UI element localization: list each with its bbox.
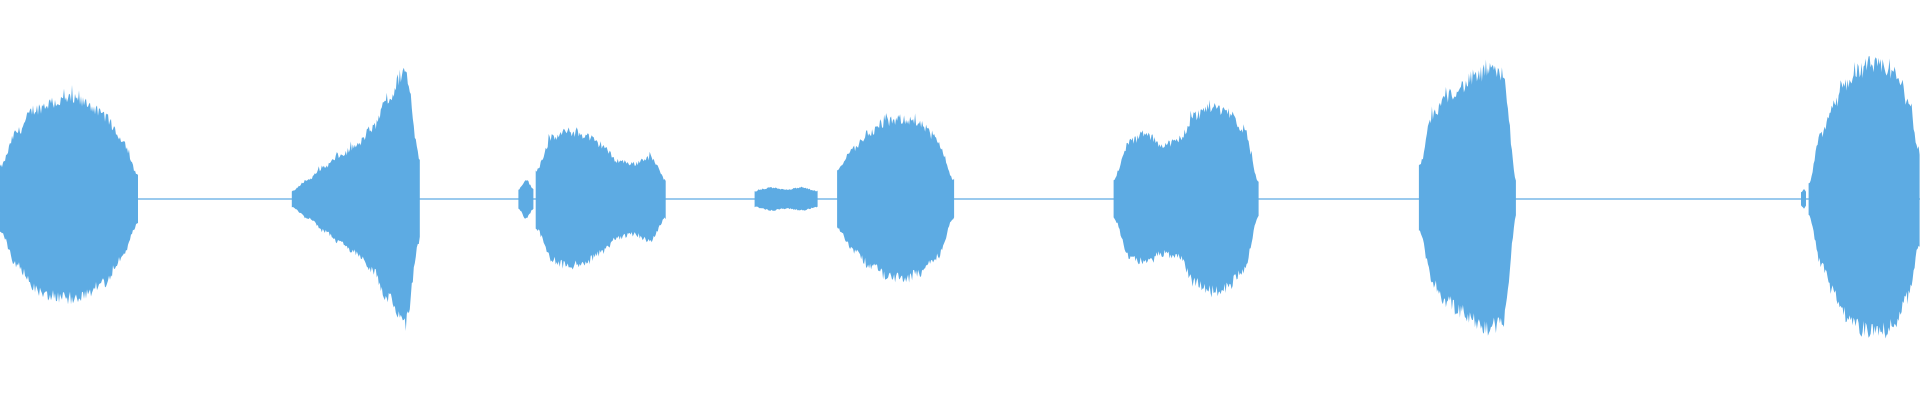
waveform-burst-10 bbox=[1808, 56, 1920, 339]
waveform-burst-6 bbox=[837, 113, 955, 283]
waveform-bursts bbox=[0, 56, 1920, 339]
waveform-burst-9 bbox=[1801, 189, 1806, 209]
waveform-burst-3 bbox=[518, 180, 534, 219]
waveform-burst-7 bbox=[1113, 99, 1259, 298]
waveform-burst-2 bbox=[291, 67, 420, 331]
waveform-burst-8 bbox=[1418, 59, 1516, 336]
waveform-burst-5 bbox=[754, 186, 818, 211]
waveform-burst-1 bbox=[0, 85, 138, 305]
waveform-burst-4 bbox=[535, 127, 666, 270]
